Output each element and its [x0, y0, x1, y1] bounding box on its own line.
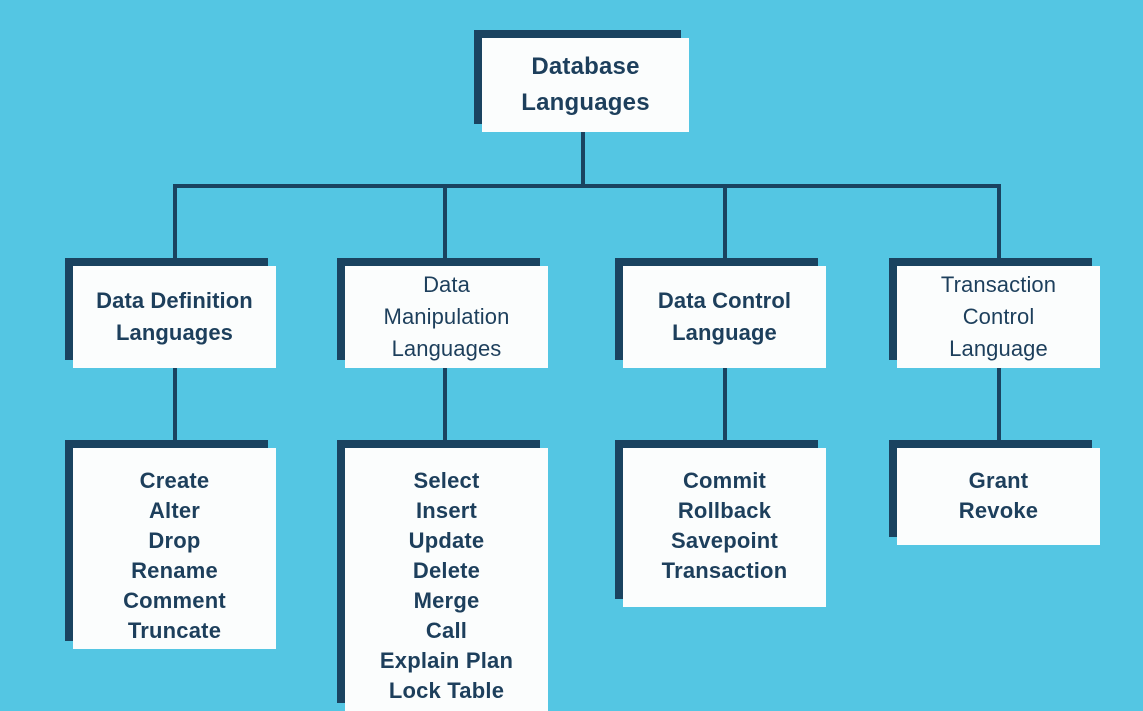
connector-drop-ddl	[173, 184, 177, 264]
node-title-line: Languages	[391, 336, 502, 361]
list-item: Grant	[968, 468, 1029, 493]
node-tcl-commands[interactable]: Grant Revoke	[889, 440, 1100, 545]
connector-bus	[173, 184, 1001, 188]
list-item: Delete	[412, 558, 481, 583]
list-item: Explain Plan	[379, 648, 514, 673]
connector-dml-to-items	[443, 368, 447, 446]
node-title-line: Language	[672, 320, 777, 345]
node-card: Data Definition Languages	[73, 266, 276, 368]
list-item: Commit	[682, 468, 767, 493]
node-data-definition-languages[interactable]: Data Definition Languages	[65, 258, 276, 368]
node-title-line: Data	[423, 272, 470, 297]
node-title-line: Languages	[115, 320, 234, 345]
list-item: Alter	[148, 498, 201, 523]
node-title-line: Data Definition	[96, 288, 253, 313]
connector-tcl-to-items	[997, 368, 1001, 446]
connector-root-stem	[581, 130, 585, 186]
list-item: Truncate	[127, 618, 222, 643]
list-item: Select	[413, 468, 480, 493]
list-item: Savepoint	[671, 528, 778, 553]
node-card: Create Alter Drop Rename Comment Truncat…	[73, 448, 276, 649]
node-card: Data Manipulation Languages	[345, 266, 548, 368]
node-transaction-control-language[interactable]: Transaction Control Language	[889, 258, 1100, 368]
connector-dcl-to-items	[723, 368, 727, 446]
node-dml-commands[interactable]: Select Insert Update Delete Merge Call E…	[337, 440, 548, 711]
list-item: Revoke	[958, 498, 1039, 523]
list-item: Merge	[413, 588, 480, 613]
node-title-line: Languages	[521, 89, 650, 116]
list-item: Rollback	[677, 498, 772, 523]
node-title-line: Language	[949, 336, 1048, 361]
connector-drop-tcl	[997, 184, 1001, 264]
node-data-manipulation-languages[interactable]: Data Manipulation Languages	[337, 258, 548, 368]
list-item: Rename	[131, 558, 218, 583]
node-dcl-commands[interactable]: Commit Rollback Savepoint Transaction	[615, 440, 826, 607]
node-database-languages[interactable]: Database Languages	[474, 30, 689, 132]
node-card: Data Control Language	[623, 266, 826, 368]
list-item: Comment	[123, 588, 226, 613]
connector-drop-dml	[443, 184, 447, 264]
list-item: Drop	[148, 528, 201, 553]
connector-drop-dcl	[723, 184, 727, 264]
node-title-line: Transaction	[940, 272, 1057, 297]
connector-ddl-to-items	[173, 368, 177, 446]
list-item: Lock Table	[388, 678, 505, 703]
node-title-line: Database	[531, 53, 640, 80]
list-item: Create	[139, 468, 210, 493]
list-item: Transaction	[661, 558, 788, 583]
node-card: Grant Revoke	[897, 448, 1100, 545]
node-card: Commit Rollback Savepoint Transaction	[623, 448, 826, 607]
node-title-line: Control	[962, 304, 1035, 329]
node-title-line: Manipulation	[383, 304, 510, 329]
node-card: Transaction Control Language	[897, 266, 1100, 368]
node-card: Database Languages	[482, 38, 689, 132]
list-item: Insert	[415, 498, 478, 523]
node-title-line: Data Control	[657, 288, 792, 313]
node-ddl-commands[interactable]: Create Alter Drop Rename Comment Truncat…	[65, 440, 276, 649]
node-data-control-language[interactable]: Data Control Language	[615, 258, 826, 368]
node-card: Select Insert Update Delete Merge Call E…	[345, 448, 548, 711]
list-item: Update	[408, 528, 485, 553]
list-item: Call	[425, 618, 468, 643]
